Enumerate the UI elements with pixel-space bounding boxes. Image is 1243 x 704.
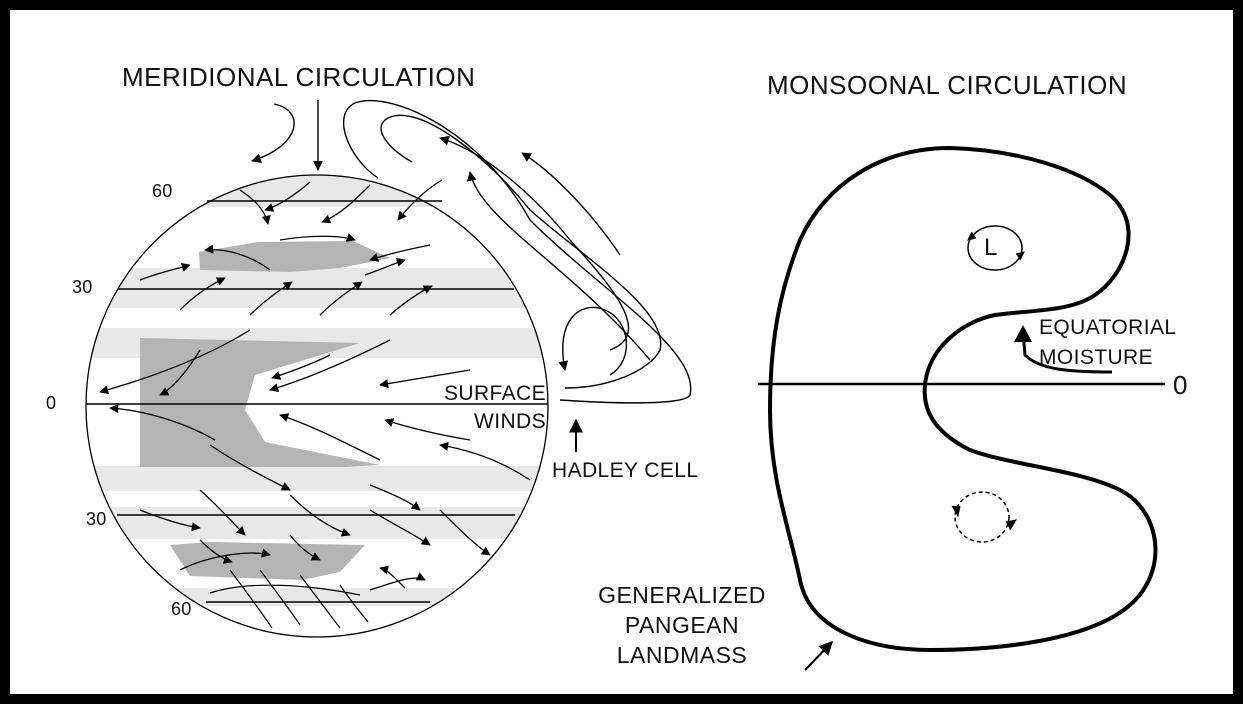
landmass-outline — [770, 148, 1155, 650]
ferrel-upper-arrow — [440, 138, 629, 350]
dark-region-60n — [199, 241, 390, 272]
wind-arrow — [370, 245, 430, 260]
pangean-landmass — [758, 148, 1165, 670]
hadley-small-loop — [563, 308, 627, 376]
low-cell-arrow-right — [1016, 252, 1024, 260]
latitude-label-60n: 60 — [152, 182, 173, 200]
light-band-tropics-s — [70, 466, 570, 491]
low-pressure-label: L — [984, 236, 998, 260]
ferrel-outer-arrow — [522, 153, 620, 255]
southern-cell-arrow-right — [1006, 520, 1016, 530]
light-band-60n — [70, 175, 570, 207]
surface-winds-label: SURFACE WINDS — [430, 380, 546, 436]
polar-arrows — [252, 100, 318, 170]
monsoonal-title: MONSOONAL CIRCULATION — [767, 72, 1127, 98]
southern-pressure-cell — [955, 492, 1009, 542]
landmass-label: GENERALIZED PANGEAN LANDMASS — [572, 580, 792, 670]
southern-cell-arrow-left — [952, 506, 960, 516]
latitude-label-30s: 30 — [86, 510, 107, 528]
latitude-label-0: 0 — [46, 394, 56, 412]
latitude-label-60s: 60 — [171, 600, 192, 618]
landmass-pointer-arrow — [805, 642, 832, 670]
figure-frame: MERIDIONAL CIRCULATION 60 30 0 30 60 SUR… — [10, 10, 1233, 694]
hadley-cell-label: HADLEY CELL — [552, 460, 698, 481]
latitude-label-30n: 30 — [72, 278, 93, 296]
equatorial-moisture-label: EQUATORIAL MOISTURE — [1039, 313, 1176, 373]
light-band-30n — [70, 268, 570, 308]
meridional-title: MERIDIONAL CIRCULATION — [122, 64, 475, 90]
equator-label: 0 — [1173, 372, 1187, 398]
wind-arrow — [280, 236, 355, 240]
polar-arrow-curl — [252, 104, 294, 161]
dark-region-60s — [170, 542, 365, 580]
light-band-60s — [70, 588, 570, 606]
equatorial-moisture-arrowhead — [1014, 325, 1032, 342]
